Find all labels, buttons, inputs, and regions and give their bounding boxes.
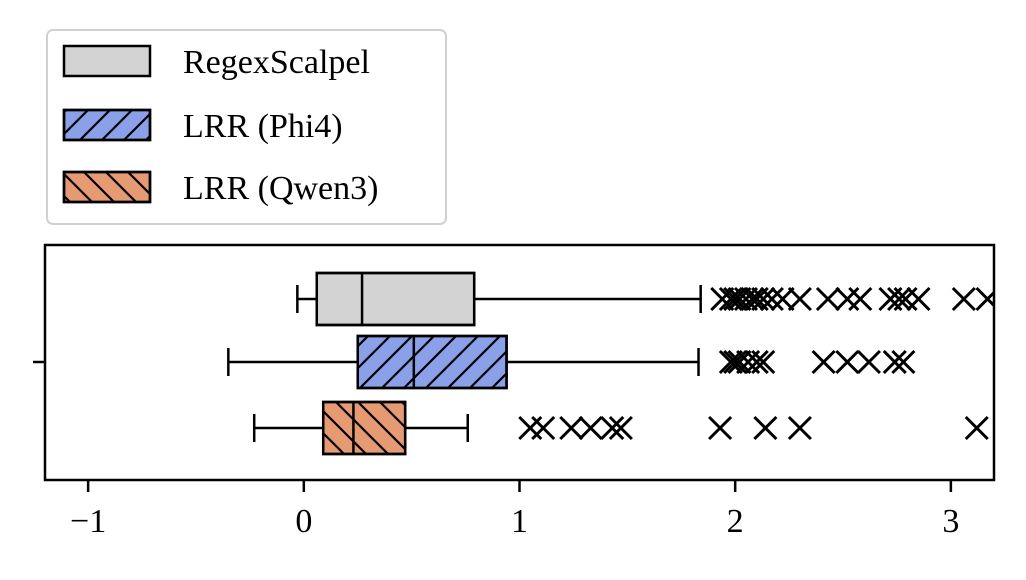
legend-swatch-hatch-lrr-qwen3: [62, 170, 152, 204]
legend: RegexScalpel LRR (Phi4) LRR (Qwen3): [46, 29, 447, 225]
x-tick-label: 3: [942, 503, 959, 540]
iqr-outline: [315, 271, 476, 327]
legend-swatch-hatch-lrr-phi4: [62, 108, 152, 142]
outlier-marker: [975, 286, 994, 312]
iqr-hatch: [357, 336, 507, 388]
outlier-marker: [787, 286, 812, 312]
outlier-marker: [906, 286, 931, 312]
outlier-marker: [531, 415, 556, 441]
outlier-marker: [964, 415, 989, 441]
outlier-marker: [753, 415, 778, 441]
outlier-marker: [811, 349, 836, 375]
outlier-marker: [835, 286, 860, 312]
outlier-marker: [815, 286, 840, 312]
outlier-marker: [891, 349, 916, 375]
iqr-box: [315, 271, 476, 327]
outlier-marker: [856, 349, 881, 375]
outlier-marker: [770, 286, 795, 312]
outlier-marker: [727, 349, 752, 375]
outlier-marker: [733, 286, 759, 312]
iqr-outline: [321, 400, 407, 456]
outlier-marker: [578, 415, 603, 441]
outlier-marker: [559, 415, 584, 441]
x-tick-label: 2: [727, 503, 744, 540]
outlier-marker: [751, 286, 776, 312]
iqr-hatch: [323, 402, 406, 454]
outlier-marker: [518, 415, 543, 441]
x-tick-label: −1: [70, 503, 106, 540]
outlier-marker: [744, 349, 769, 375]
outlier-marker: [740, 286, 765, 312]
outlier-marker: [887, 286, 912, 312]
outlier-marker: [723, 286, 748, 312]
legend-label-lrr-phi4: LRR (Phi4): [183, 108, 343, 145]
legend-label-lrr-qwen3: LRR (Qwen3): [183, 170, 378, 207]
legend-swatch-regexscalpel: [62, 44, 152, 78]
outlier-marker: [759, 286, 784, 312]
legend-label-regexscalpel: RegexScalpel: [183, 44, 370, 81]
plot-marks: [227, 271, 994, 456]
legend-entry-lrr-phi4: LRR (Phi4): [62, 108, 343, 145]
outlier-marker: [882, 349, 907, 375]
box-regexscalpel: [296, 271, 994, 327]
outlier-marker: [600, 415, 625, 441]
outlier-marker: [718, 349, 743, 375]
outlier-marker: [951, 286, 976, 312]
legend-entry-lrr-qwen3: LRR (Qwen3): [62, 170, 378, 207]
outlier-marker: [723, 349, 748, 375]
outlier-marker: [751, 349, 776, 375]
outlier-marker: [608, 415, 633, 441]
x-tick-label: 1: [511, 503, 528, 540]
outlier-marker: [708, 415, 733, 441]
box-lrr-qwen3: [252, 400, 989, 456]
outlier-marker: [835, 349, 860, 375]
legend-entry-regexscalpel: RegexScalpel: [62, 44, 370, 81]
iqr-outline: [356, 334, 508, 390]
outlier-marker: [848, 286, 873, 312]
x-tick-label: 0: [295, 503, 312, 540]
box-lrr-phi4: [227, 334, 916, 390]
outlier-marker: [787, 415, 812, 441]
x-axis: −1 0 1 2 3: [70, 480, 959, 540]
